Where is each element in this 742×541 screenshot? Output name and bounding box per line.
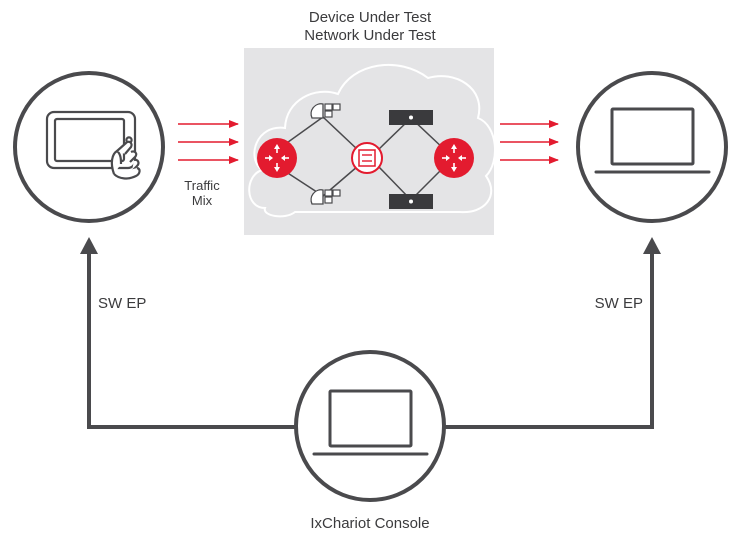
wireless-access-point-icon — [310, 189, 341, 205]
router-icon — [434, 138, 474, 178]
traffic-arrows-right — [500, 120, 559, 164]
nut-title: Network Under Test — [304, 27, 436, 44]
router-icon — [257, 138, 297, 178]
server-icon — [389, 194, 433, 209]
arrow-up-left — [80, 237, 98, 254]
right-link-label: SW EP — [595, 295, 643, 312]
left-link-label: SW EP — [98, 295, 146, 312]
console-label: IxChariot Console — [310, 515, 429, 532]
laptop-icon — [594, 107, 711, 174]
traffic-label: Traffic — [184, 178, 220, 193]
right-endpoint — [576, 71, 728, 223]
control-links — [87, 252, 654, 429]
arrow-up-right — [643, 237, 661, 254]
firewall-switch-icon — [351, 142, 383, 174]
server-icon — [389, 110, 433, 125]
cloud-outline — [248, 64, 497, 218]
wireless-access-point-icon — [310, 103, 341, 119]
laptop-icon — [312, 389, 429, 456]
left-endpoint — [13, 71, 165, 223]
console-endpoint — [294, 350, 446, 502]
dut-title: Device Under Test — [309, 9, 432, 26]
traffic-arrows-left — [178, 120, 239, 164]
tablet-hand-icon — [45, 110, 141, 180]
traffic-label-2: Mix — [192, 193, 213, 208]
